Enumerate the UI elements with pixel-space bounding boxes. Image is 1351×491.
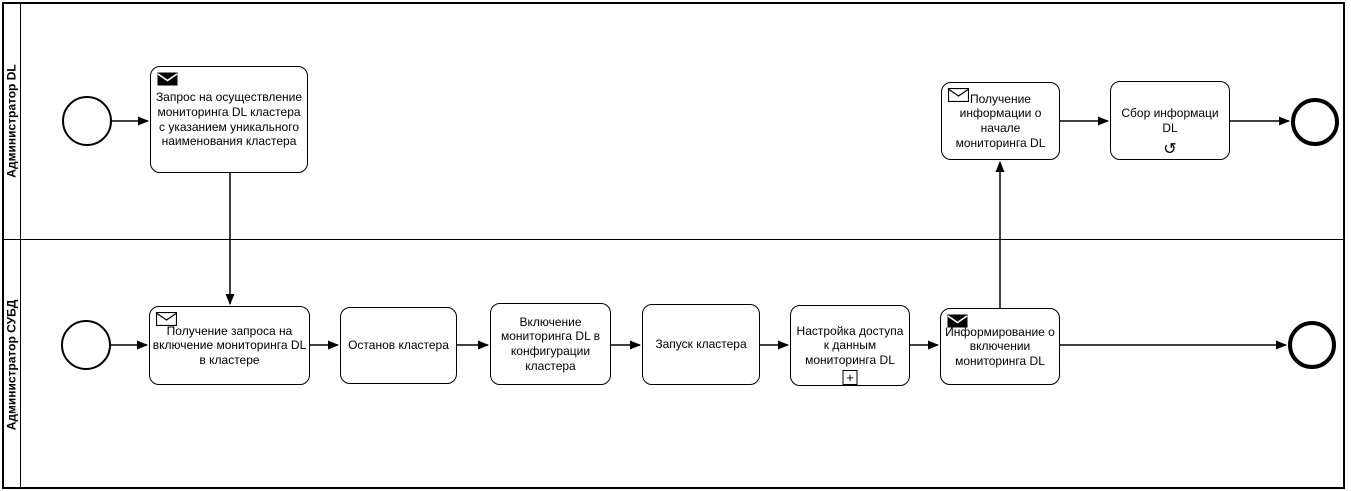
task-collect-info-dl[interactable]: Сбор информаци DL ↺ (1110, 81, 1230, 160)
lane-divider (2, 239, 1345, 240)
task-label: Включение мониторинга DL в конфигурации … (500, 314, 601, 373)
task-configure-access[interactable]: Настройка доступа к данным мониторинга D… (790, 305, 910, 386)
message-receive-icon (948, 88, 969, 102)
task-request-dl-monitoring[interactable]: Запрос на осуществление мониторинга DL к… (150, 66, 308, 173)
end-event-subd[interactable] (1288, 321, 1336, 369)
task-label: Настройка доступа к данным мониторинга D… (796, 323, 904, 367)
task-label: Останов кластера (348, 338, 449, 353)
task-label: Запрос на осуществление мониторинга DL к… (155, 90, 303, 149)
start-event-subd[interactable] (61, 320, 111, 370)
task-receive-start-info[interactable]: Получение информации о начале мониторинг… (941, 82, 1060, 160)
task-stop-cluster[interactable]: Останов кластера (340, 307, 457, 384)
task-receive-request[interactable]: Получение запроса на включение мониторин… (149, 306, 310, 385)
start-event-dl[interactable] (62, 96, 112, 146)
end-event-dl[interactable] (1291, 98, 1339, 146)
lane-label-text: Администратор DL (4, 63, 19, 178)
task-label: Получение запроса на включение мониторин… (152, 323, 307, 367)
task-label: Информирование о включении мониторинга D… (945, 324, 1055, 368)
lane-label-column-divider (20, 2, 21, 489)
task-enable-monitoring[interactable]: Включение мониторинга DL в конфигурации … (490, 303, 611, 385)
message-send-icon (157, 72, 178, 86)
task-label: Сбор информаци DL (1121, 105, 1219, 135)
task-start-cluster[interactable]: Запуск кластера (642, 304, 760, 385)
loop-marker-icon: ↺ (1163, 141, 1177, 158)
task-inform-enabled[interactable]: Информирование о включении мониторинга D… (940, 308, 1060, 385)
task-label: Запуск кластера (655, 337, 747, 352)
task-label: Получение информации о начале мониторинг… (955, 91, 1046, 150)
message-receive-icon (156, 312, 177, 326)
lane-label-text: Администратор СУБД (4, 299, 19, 430)
message-send-icon (947, 314, 968, 328)
lane-label-admin-dl: Администратор DL (2, 2, 21, 239)
lane-label-admin-subd: Администратор СУБД (2, 240, 21, 489)
subprocess-plus-icon: + (842, 370, 858, 385)
